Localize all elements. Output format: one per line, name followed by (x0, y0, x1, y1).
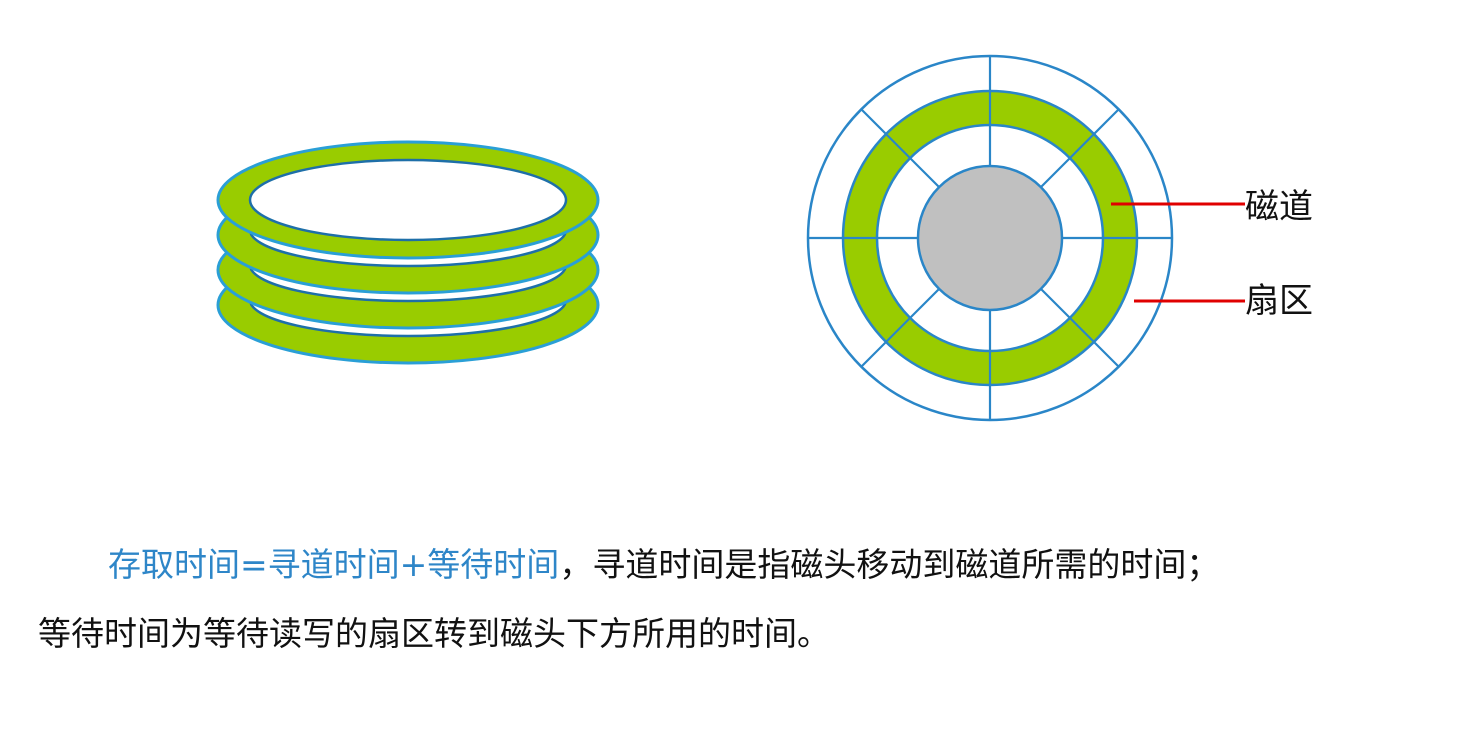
sector-label: 扇区 (1245, 281, 1313, 321)
access-time-formula: 存取时间=寻道时间+等待时间 (108, 545, 560, 584)
description-line-1: 存取时间=寻道时间+等待时间，寻道时间是指磁头移动到磁道所需的时间； (108, 548, 1219, 581)
disk-diagram (216, 54, 1245, 422)
disk-face (806, 54, 1174, 422)
platter-stack (216, 140, 600, 365)
description-line-2: 等待时间为等待读写的扇区转到磁头下方所用的时间。 (38, 614, 830, 653)
track-label: 磁道 (1245, 187, 1313, 227)
platter-1 (216, 140, 600, 260)
sector-lines (808, 56, 1172, 420)
hub (916, 164, 1064, 312)
seek-time-definition: ，寻道时间是指磁头移动到磁道所需的时间； (559, 545, 1220, 584)
